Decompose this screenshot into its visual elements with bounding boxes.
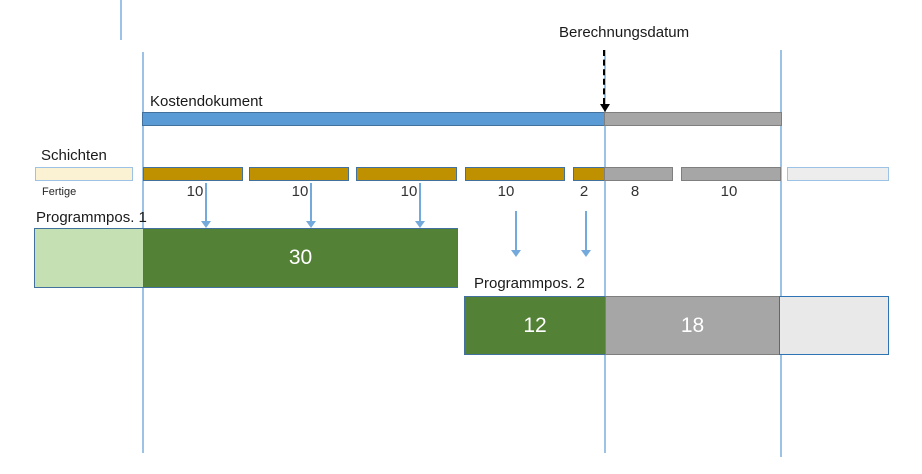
shift-qty-label-1: 10	[186, 183, 204, 200]
shift-qty-label-7: 10	[720, 183, 738, 200]
calculation-date-label: Berechnungsdatum	[559, 24, 690, 41]
shift-qty-label-5: 2	[579, 183, 589, 200]
calculation-date-arrowhead-icon	[600, 104, 610, 112]
allocation-arrow-1-head-icon	[201, 221, 211, 228]
program-pos-1-consumed-box: 30	[143, 228, 458, 288]
program-pos-2-label: Programmpos. 2	[474, 275, 585, 292]
program-pos-1-prior-box	[34, 228, 144, 288]
shift-qty-label-4: 10	[497, 183, 515, 200]
allocation-arrow-1-line	[205, 183, 207, 221]
allocation-arrow-3-line	[419, 183, 421, 221]
allocation-arrow-3-head-icon	[415, 221, 425, 228]
allocation-arrow-4-line	[515, 211, 517, 250]
shift-bar-5-done-segment	[573, 167, 605, 181]
cost-document-bar-future	[604, 112, 782, 126]
calculation-date-arrow-line	[603, 50, 605, 104]
guide-line-document-end	[780, 50, 782, 457]
cost-document-label: Kostendokument	[150, 93, 263, 110]
guide-line-calculation-date	[604, 50, 606, 453]
finished-label: Fertige	[42, 186, 77, 198]
shift-bar-6	[681, 167, 781, 181]
shift-bar-5-future-segment	[604, 167, 673, 181]
allocation-arrow-5-line	[585, 211, 587, 250]
shift-bar-3	[356, 167, 457, 181]
finished-shifts-box	[35, 167, 133, 181]
program-pos-2-empty-box	[779, 296, 889, 355]
shift-bar-4	[465, 167, 565, 181]
shift-bar-7	[787, 167, 889, 181]
program-pos-2-remaining-value: 18	[680, 313, 705, 337]
program-pos-1-value: 30	[288, 246, 313, 269]
program-pos-2-remaining-box: 18	[605, 296, 780, 355]
shifts-label: Schichten	[41, 147, 107, 164]
allocation-arrow-4-head-icon	[511, 250, 521, 257]
shift-bar-5	[573, 167, 673, 181]
shift-bar-1	[143, 167, 243, 181]
guide-line-top-left	[120, 0, 122, 40]
allocation-arrow-2-head-icon	[306, 221, 316, 228]
shift-qty-label-6: 8	[630, 183, 640, 200]
allocation-arrow-2-line	[310, 183, 312, 221]
allocation-arrow-5-head-icon	[581, 250, 591, 257]
program-pos-2-consumed-box: 12	[464, 296, 606, 355]
program-pos-1-label: Programmpos. 1	[36, 209, 147, 226]
shift-qty-label-3: 10	[400, 183, 418, 200]
shift-qty-label-2: 10	[291, 183, 309, 200]
cost-document-bar-actual	[142, 112, 605, 126]
program-pos-2-consumed-value: 12	[523, 313, 547, 337]
shift-bar-2	[249, 167, 349, 181]
